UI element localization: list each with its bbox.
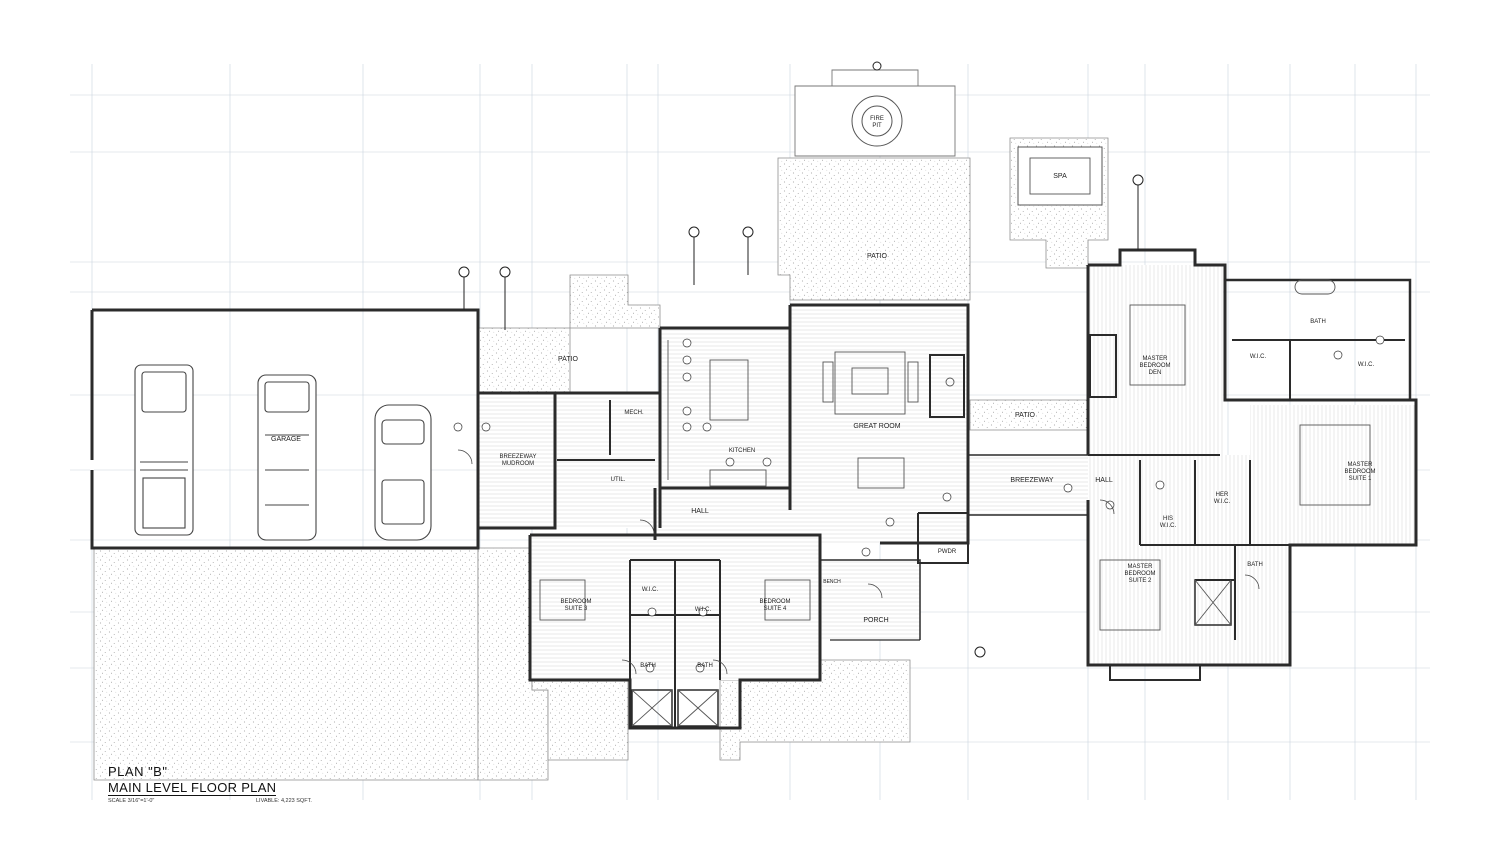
spa: SPA: [1017, 146, 1103, 206]
master-suite2-label-1: MASTER: [1127, 564, 1153, 570]
fire-pit-label-1: FIRE: [870, 116, 884, 122]
bath-suite4-label: BATH: [697, 663, 713, 669]
master-suite1-label-3: SUITE 1: [1349, 476, 1372, 482]
master-suite1-label-2: BEDROOM: [1344, 469, 1375, 475]
bedroom-suite4-label-2: SUITE 4: [764, 606, 787, 612]
spa-label: SPA: [1053, 173, 1067, 180]
hall-east-label: HALL: [1095, 477, 1113, 484]
master-den-label-1: MASTER: [1142, 356, 1168, 362]
suite2-bath-label: BATH: [1247, 562, 1263, 568]
his-wic-label-1: HIS: [1163, 516, 1173, 522]
fire-pit-terrace: FIRE PIT: [794, 69, 956, 157]
kitchen-island: [667, 340, 767, 487]
master-bath-label: BATH: [1310, 319, 1326, 325]
bedroom-suite3-label-2: SUITE 3: [565, 606, 588, 612]
plan-scale: SCALE 3/16"=1'-0": [108, 798, 155, 804]
patio-west-label: PATIO: [558, 356, 579, 363]
wic-suite3-label: W.I.C.: [642, 587, 659, 593]
bench-label: BENCH: [823, 579, 841, 585]
master-den-label-2: BEDROOM: [1139, 363, 1170, 369]
title-block: PLAN "B" MAIN LEVEL FLOOR PLAN SCALE 3/1…: [108, 764, 368, 804]
suv-vehicle: [257, 374, 317, 541]
kitchen-label: KITCHEN: [729, 448, 755, 454]
util-label: UTIL.: [611, 477, 626, 483]
master-suite2-label-2: BEDROOM: [1124, 571, 1155, 577]
breezeway-mudroom-label-2: MUDROOM: [502, 461, 534, 467]
pickup-truck: [134, 364, 194, 536]
hall-center-label: HALL: [691, 508, 709, 515]
his-wic-label-2: W.I.C.: [1160, 523, 1177, 529]
plan-livable-area: LIVABLE: 4,223 SQFT.: [256, 798, 312, 804]
garage-label: GARAGE: [271, 436, 301, 443]
bedroom-furniture: [539, 579, 811, 727]
great-room-furniture: [822, 351, 965, 489]
mech-label: MECH.: [624, 410, 644, 416]
porch-label: PORCH: [863, 617, 888, 624]
section-markers: [458, 61, 1144, 658]
door-swings: [457, 449, 1260, 675]
great-room-label: GREAT ROOM: [853, 423, 900, 430]
plan-title: PLAN "B": [108, 764, 168, 779]
powder-room-label: PWDR: [938, 549, 957, 555]
door-window-tags: [453, 335, 1385, 673]
bedroom-suite4-label-1: BEDROOM: [759, 599, 790, 605]
master-suite2-label-3: SUITE 2: [1129, 578, 1152, 584]
bath-suite3-label: BATH: [640, 663, 656, 669]
bedroom-suite3-label-1: BEDROOM: [560, 599, 591, 605]
patio-east-label: PATIO: [1015, 412, 1036, 419]
her-wic-label-2: W.I.C.: [1214, 499, 1231, 505]
plan-subtitle: MAIN LEVEL FLOOR PLAN: [108, 780, 277, 796]
garage-vehicles: [134, 364, 432, 541]
breezeway-east-label: BREEZEWAY: [1010, 477, 1054, 484]
patio-north-label: PATIO: [867, 253, 888, 260]
breezeway-mudroom-label-1: BREEZEWAY: [499, 454, 536, 460]
master-suite1-label-1: MASTER: [1347, 462, 1373, 468]
sedan-vehicle: [374, 404, 432, 541]
wic-right-label: W.I.C.: [1358, 362, 1375, 368]
room-labels: PATIO BREEZEWAY MUDROOM MECH. UTIL. KITC…: [499, 253, 1375, 669]
wic-left-label: W.I.C.: [1250, 354, 1267, 360]
master-den-label-3: DEN: [1149, 370, 1162, 376]
wic-suite4-label: W.I.C.: [695, 607, 712, 613]
her-wic-label-1: HER: [1216, 492, 1229, 498]
fire-pit-label-2: PIT: [872, 123, 882, 129]
master-furniture: [1089, 279, 1371, 631]
